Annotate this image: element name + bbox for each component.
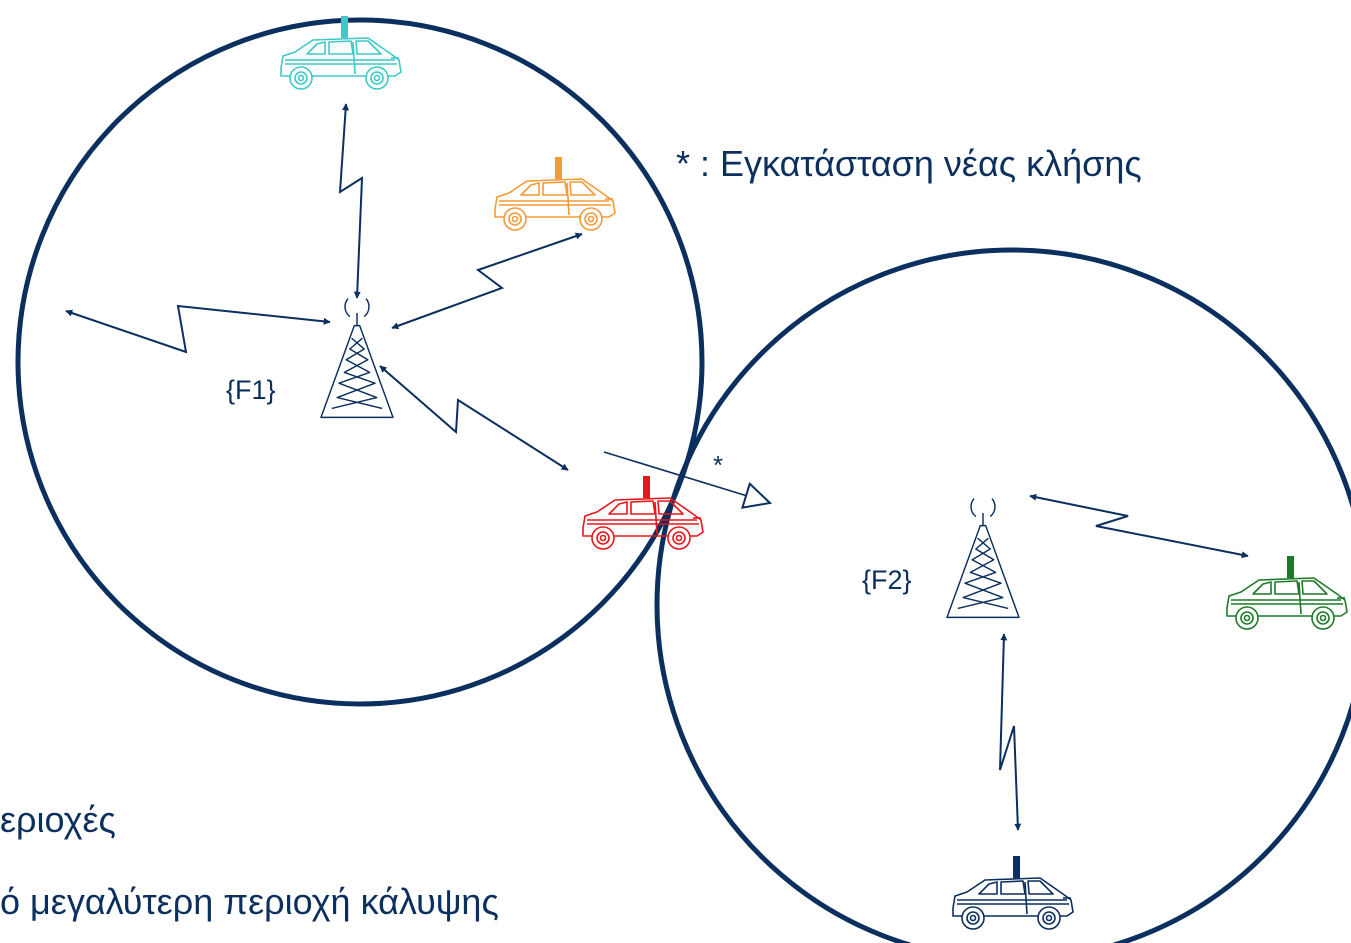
cell-f2-label: {F2}: [862, 565, 912, 595]
handover-marker: *: [713, 450, 723, 480]
cell-f1-label: {F1}: [226, 375, 276, 405]
cell-f2-coverage: [654, 247, 1351, 943]
car-icon: [494, 157, 616, 231]
cell-f1-coverage: [15, 17, 705, 707]
car-icon: [952, 856, 1074, 930]
link-f1-teal-car: [338, 103, 364, 299]
car-icon: [1226, 556, 1348, 630]
link-f1-red-car: [379, 365, 569, 471]
car-icon: [582, 476, 704, 550]
radio-tower-icon: [320, 297, 394, 419]
legend-text: * : Εγκατάσταση νέας κλήσης: [676, 143, 1142, 184]
link-f2-green-car: [1029, 493, 1249, 559]
radio-tower-icon: [946, 497, 1020, 619]
cut-text-line2: ό μεγαλύτερη περιοχή κάλυψης: [0, 881, 499, 922]
cut-text-line1: εριοχές: [0, 799, 116, 840]
link-f1-west: [65, 304, 331, 354]
link-f2-navy-car: [999, 633, 1022, 831]
handover-arrow: [603, 451, 773, 509]
link-f1-orange-car: [391, 232, 583, 330]
